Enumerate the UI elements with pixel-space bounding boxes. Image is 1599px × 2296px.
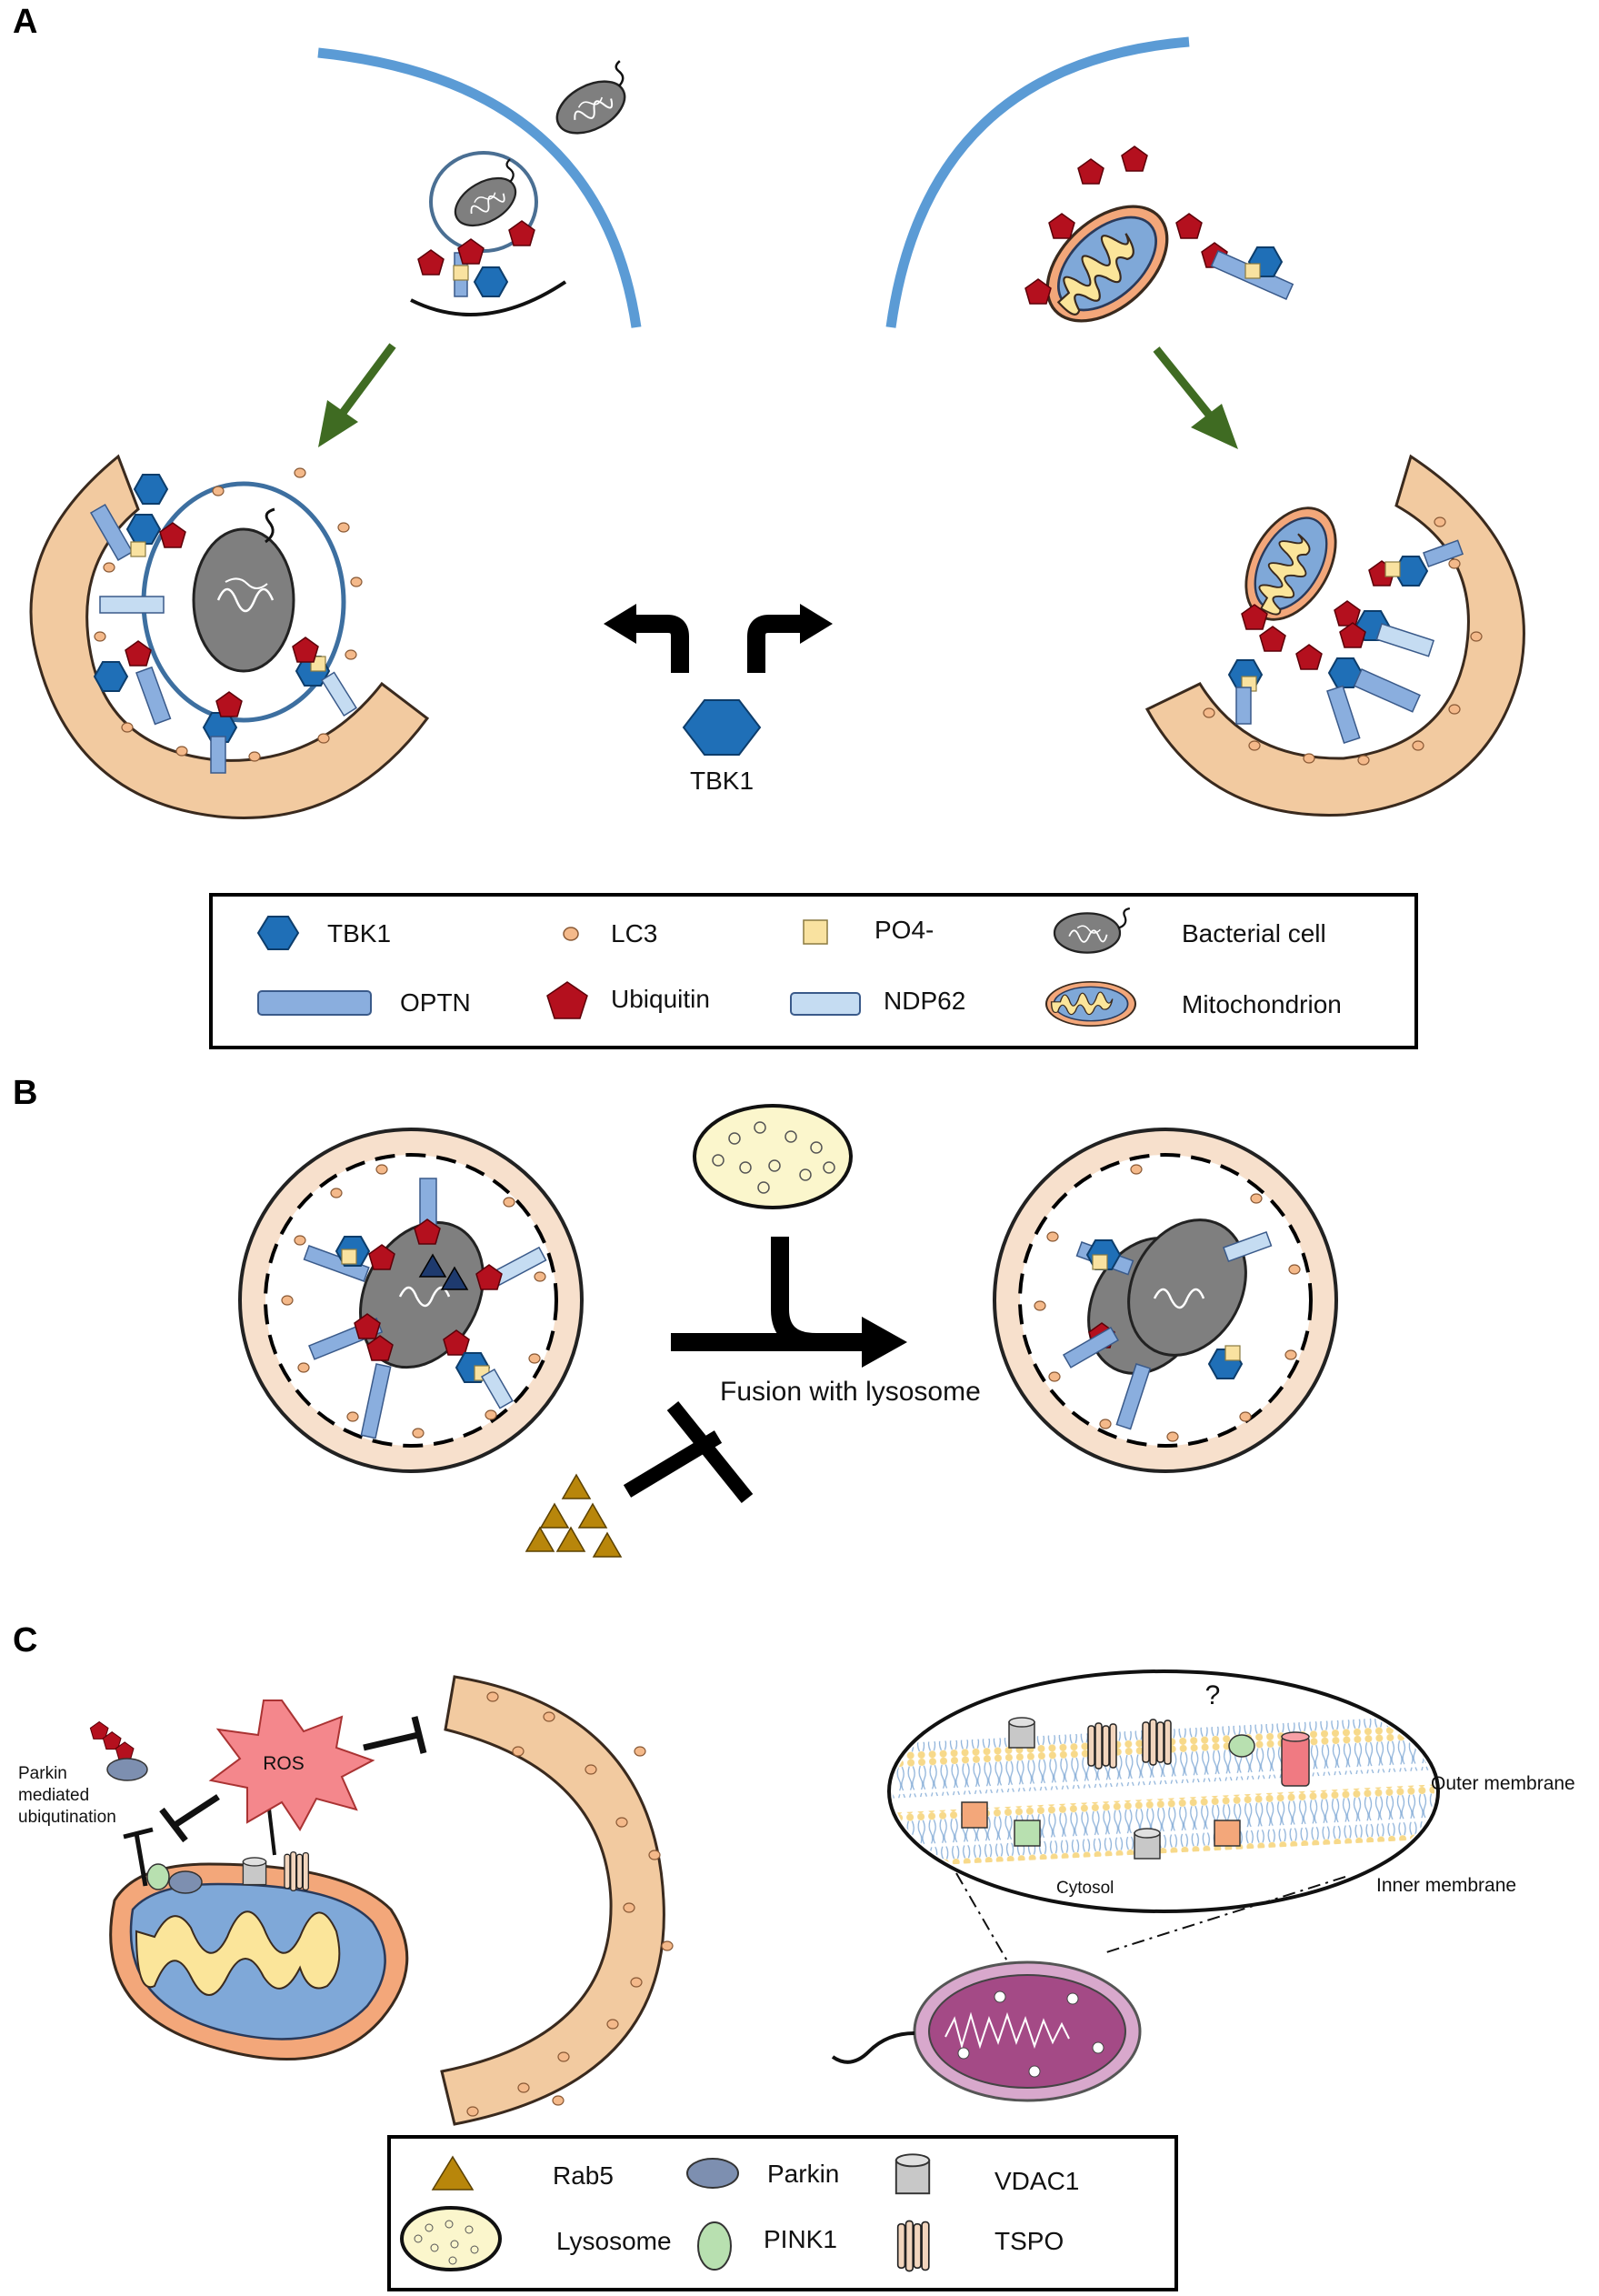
tbk1-center-label: TBK1 bbox=[690, 767, 754, 795]
legend-rab5: Rab5 bbox=[553, 2161, 614, 2190]
autolysosome-right bbox=[993, 1128, 1338, 1473]
question-mark: ? bbox=[1205, 1680, 1221, 1710]
outer-membrane-label: Outer membrane bbox=[1431, 1773, 1575, 1794]
legend-parkin: Parkin bbox=[767, 2160, 839, 2188]
ros-burst: ROS bbox=[208, 1699, 375, 1831]
parkin-note-line1: Parkin bbox=[18, 1764, 67, 1783]
green-arrow-right bbox=[1153, 346, 1238, 449]
host-membrane-left bbox=[317, 47, 642, 328]
lysosome-icon bbox=[400, 2206, 502, 2271]
vacuole-bacterium bbox=[410, 151, 567, 316]
membrane-zoom: ? Cytosol bbox=[887, 1669, 1440, 1913]
parkin-ubiquitination: Parkin mediated ubiqutination bbox=[18, 1720, 154, 1887]
legend-po4: PO4- bbox=[874, 916, 934, 944]
panel-c-phagophore bbox=[440, 1675, 674, 2126]
legend-ndp62: NDP62 bbox=[884, 987, 965, 1015]
mitochondrion-icon bbox=[1044, 980, 1137, 1028]
legend-mitochondrion: Mitochondrion bbox=[1182, 990, 1342, 1018]
ros-inhibition-lines bbox=[159, 1716, 427, 1843]
inner-membrane-label: Inner membrane bbox=[1376, 1875, 1516, 1896]
legend-pink1: PINK1 bbox=[764, 2225, 837, 2253]
zoom-line-left bbox=[955, 1872, 1010, 1965]
parkin-note-line2: mediated bbox=[18, 1786, 89, 1805]
panel-c-legend: Rab5 Parkin VDAC1 Lysosome PINK1 TSPO bbox=[387, 2135, 1178, 2291]
legend-vdac1: VDAC1 bbox=[994, 2167, 1079, 2195]
ros-label: ROS bbox=[263, 1753, 305, 1774]
panel-c-bacterium bbox=[831, 1960, 1142, 2102]
zoom-line-right bbox=[1103, 1876, 1346, 1954]
green-arrow-left bbox=[318, 343, 396, 447]
xenophagy-phagophore bbox=[29, 454, 430, 819]
fusion-label: Fusion with lysosome bbox=[720, 1377, 981, 1407]
pink1-icon bbox=[697, 2221, 732, 2271]
legend-lc3: LC3 bbox=[611, 919, 657, 947]
legend-tspo: TSPO bbox=[994, 2227, 1064, 2255]
legend-lysosome: Lysosome bbox=[556, 2227, 672, 2255]
free-bacterium bbox=[545, 59, 645, 145]
tbk1-hexagon-icon bbox=[682, 699, 762, 756]
legend-optn: OPTN bbox=[400, 988, 471, 1017]
autophagosome-left bbox=[238, 1128, 584, 1473]
damaged-mitochondrion bbox=[1024, 145, 1294, 346]
legend-bacterial-cell: Bacterial cell bbox=[1182, 919, 1326, 947]
host-membrane-right bbox=[885, 36, 1190, 328]
panel-c-mitochondrion bbox=[109, 1775, 409, 2060]
mitophagy-phagophore bbox=[1144, 454, 1525, 817]
tbk1-divergent-arrows bbox=[604, 604, 833, 673]
cytosol-label: Cytosol bbox=[1056, 1879, 1114, 1898]
fusion-arrow bbox=[671, 1237, 907, 1368]
panel-c-letter: C bbox=[13, 1621, 37, 1659]
panel-b-letter: B bbox=[13, 1074, 37, 1112]
optn-icon bbox=[257, 990, 372, 1016]
rab5-inhibition bbox=[525, 1400, 754, 1558]
panel-a-letter: A bbox=[13, 3, 37, 41]
lysosome bbox=[693, 1104, 853, 1209]
panel-a-legend: TBK1 LC3 PO4- Bacterial cell OPTN Ubiqui… bbox=[209, 893, 1418, 1049]
rab5-icon bbox=[431, 2155, 475, 2191]
tspo-icon bbox=[896, 2220, 930, 2272]
parkin-note-line3: ubiqutination bbox=[18, 1808, 116, 1827]
ubiquitin-icon bbox=[546, 981, 588, 1019]
tbk1-icon bbox=[256, 916, 300, 950]
legend-ubiquitin: Ubiquitin bbox=[611, 985, 710, 1013]
parkin-icon bbox=[686, 2158, 739, 2189]
legend-tbk1: TBK1 bbox=[327, 919, 391, 947]
ndp62-icon bbox=[790, 992, 861, 1016]
vdac1-icon bbox=[894, 2153, 931, 2195]
po4-icon bbox=[803, 919, 828, 945]
lc3-icon bbox=[563, 927, 579, 941]
